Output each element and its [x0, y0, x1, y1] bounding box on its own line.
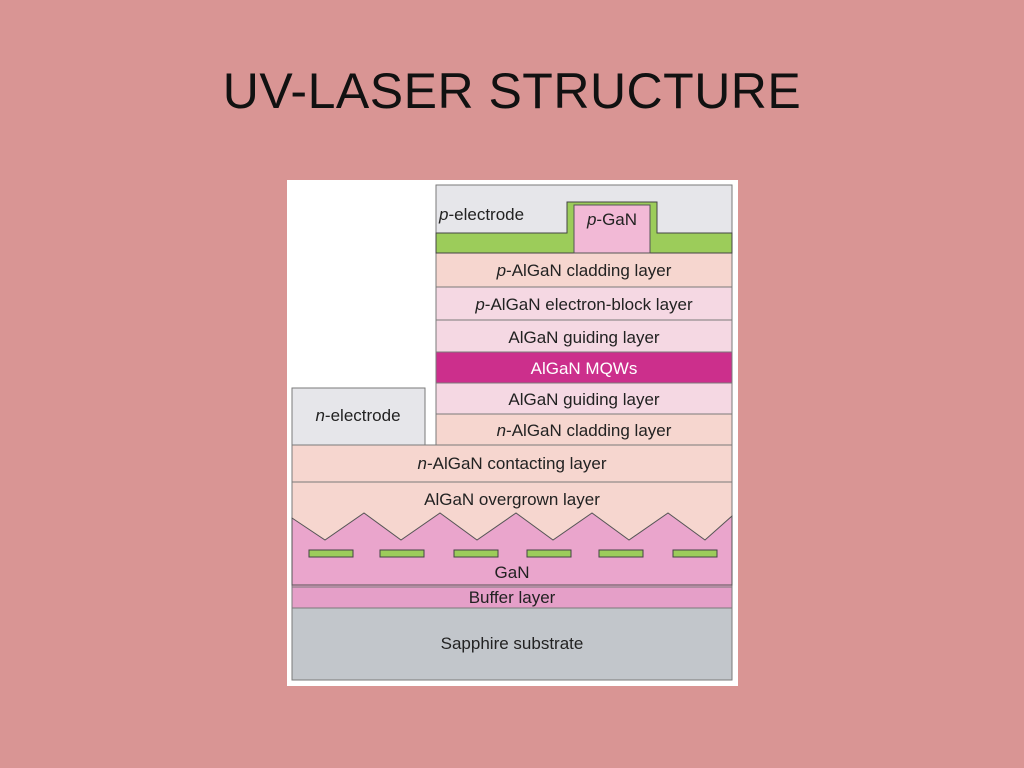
sapphire-substrate-label: Sapphire substrate — [441, 634, 584, 653]
p-gan-label-top: p-GaN — [586, 210, 637, 229]
p-cladding-layer — [435, 252, 733, 288]
guiding-layer-lower-label: AlGaN guiding layer — [508, 390, 660, 409]
n-electrode-label: n-electrode — [315, 406, 400, 425]
p-gan-ridge-top — [573, 204, 651, 254]
gan-label: GaN — [495, 563, 530, 582]
p-electron-block-layer — [435, 286, 733, 321]
mask-stripe — [672, 549, 718, 558]
mask-stripe — [308, 549, 354, 558]
p-electron-block-layer-label: p-AlGaN electron-block layer — [474, 295, 693, 314]
n-contacting-layer-label: n-AlGaN contacting layer — [418, 454, 607, 473]
guiding-layer-upper-label: AlGaN guiding layer — [508, 328, 660, 347]
slide-title: UV-LASER STRUCTURE — [222, 63, 802, 119]
mask-stripe — [379, 549, 425, 558]
laser-structure-diagram: Sapphire substrate Buffer layer GaN AlGa… — [287, 180, 738, 686]
sapphire-substrate-layer — [291, 607, 733, 681]
mask-stripe — [598, 549, 644, 558]
gan-zigzag — [291, 512, 733, 586]
mask-stripe — [453, 549, 499, 558]
mqw-layer — [435, 351, 733, 384]
mask-stripe — [526, 549, 572, 558]
n-electrode — [291, 387, 426, 446]
guiding-layer-upper — [435, 319, 733, 353]
n-cladding-layer-label: n-AlGaN cladding layer — [497, 421, 672, 440]
p-cladding-layer-label: p-AlGaN cladding layer — [496, 261, 672, 280]
diagram-canvas: Sapphire substrate Buffer layer GaN AlGa… — [291, 184, 733, 681]
overgrown-layer-label: AlGaN overgrown layer — [424, 490, 600, 509]
buffer-layer-label: Buffer layer — [469, 588, 556, 607]
p-electrode-label: p-electrode — [438, 205, 524, 224]
mqw-layer-label: AlGaN MQWs — [531, 359, 638, 378]
p-contact-metal-outline — [566, 201, 658, 233]
guiding-layer-lower — [435, 382, 733, 415]
